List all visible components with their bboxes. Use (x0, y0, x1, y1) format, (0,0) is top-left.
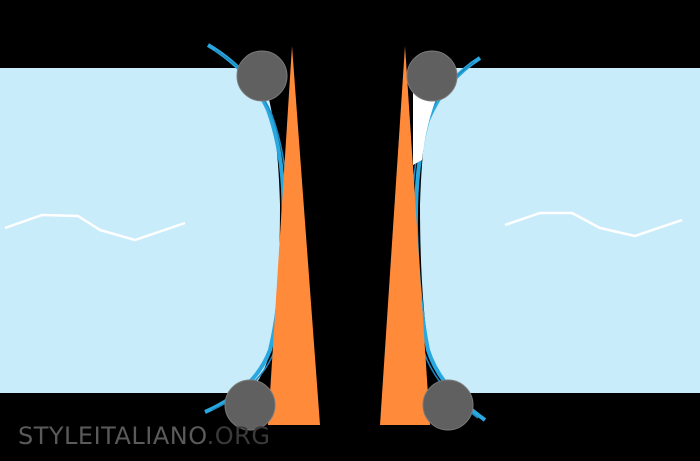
ring-ball-top-right (406, 50, 458, 102)
ring-ball-bottom-right (422, 379, 474, 431)
watermark-suffix: .ORG (206, 422, 271, 450)
contact-gap (413, 80, 445, 165)
left-tooth (0, 68, 280, 393)
right-wedge (380, 46, 430, 425)
watermark: STYLEITALIANO.ORG (18, 422, 270, 450)
ring-ball-top-left (236, 50, 288, 102)
right-crack-line (504, 211, 683, 238)
watermark-main: STYLEITALIANO (18, 422, 207, 450)
ring-ball-bottom-left (224, 379, 276, 431)
right-tooth (420, 68, 700, 393)
left-crack-line (4, 213, 186, 242)
left-wedge (268, 46, 320, 425)
